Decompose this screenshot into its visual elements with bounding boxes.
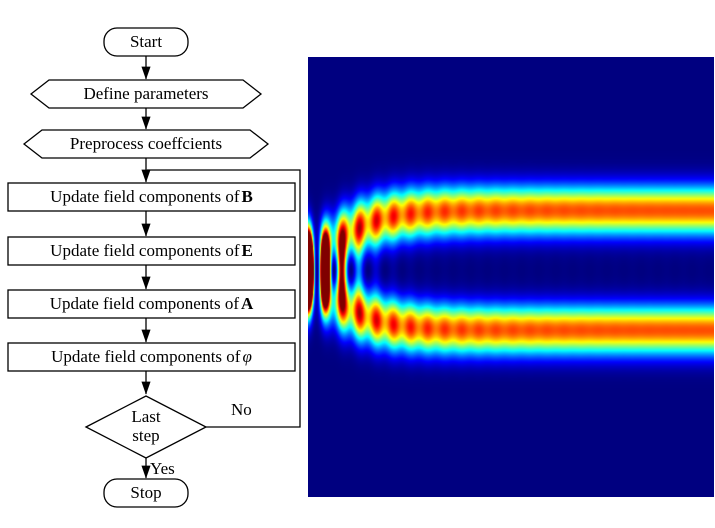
- preprocess-node-shape: [22, 129, 270, 159]
- update-phi-symbol: φ: [242, 346, 252, 366]
- field-intensity-heatmap: [308, 57, 714, 497]
- update-e-text: Update field components of: [50, 240, 240, 260]
- update-e-symbol: E: [241, 240, 253, 260]
- update-b-symbol: B: [241, 186, 253, 206]
- update-a-symbol: A: [241, 293, 254, 313]
- define-parameters-node-shape: [29, 79, 263, 109]
- feedback-loop-connector: [147, 169, 301, 428]
- stop-node-shape: [103, 478, 189, 508]
- update-e-node-shape: [7, 236, 296, 266]
- update-b-node-shape: [7, 182, 296, 212]
- update-phi-node-shape: [7, 342, 296, 372]
- define-parameters-node-label: Define parameters: [83, 83, 209, 103]
- update-a-node-shape: [7, 289, 296, 319]
- preprocess-node-label: Preprocess coeffcients: [69, 133, 223, 153]
- decision-node-shape: [84, 395, 208, 459]
- update-b-text: Update field components of: [50, 186, 240, 206]
- start-node-label: Start: [129, 31, 163, 51]
- update-a-node-label: Update field components of A: [8, 290, 295, 318]
- update-phi-node-label: Update field components of φ: [8, 343, 295, 371]
- update-b-node-label: Update field components of B: [8, 183, 295, 211]
- edge-label-no: No: [231, 399, 252, 419]
- decision-line1: Last: [131, 407, 161, 427]
- edge-label-yes: Yes: [150, 458, 175, 478]
- update-e-node-label: Update field components of E: [8, 237, 295, 265]
- decision-line2: step: [132, 426, 160, 445]
- start-node-shape: [103, 27, 189, 57]
- update-phi-text: Update field components of: [51, 346, 241, 366]
- update-a-text: Update field components of: [49, 293, 240, 313]
- decision-node-label: Last step: [96, 402, 196, 452]
- stop-node-label: Stop: [130, 482, 162, 502]
